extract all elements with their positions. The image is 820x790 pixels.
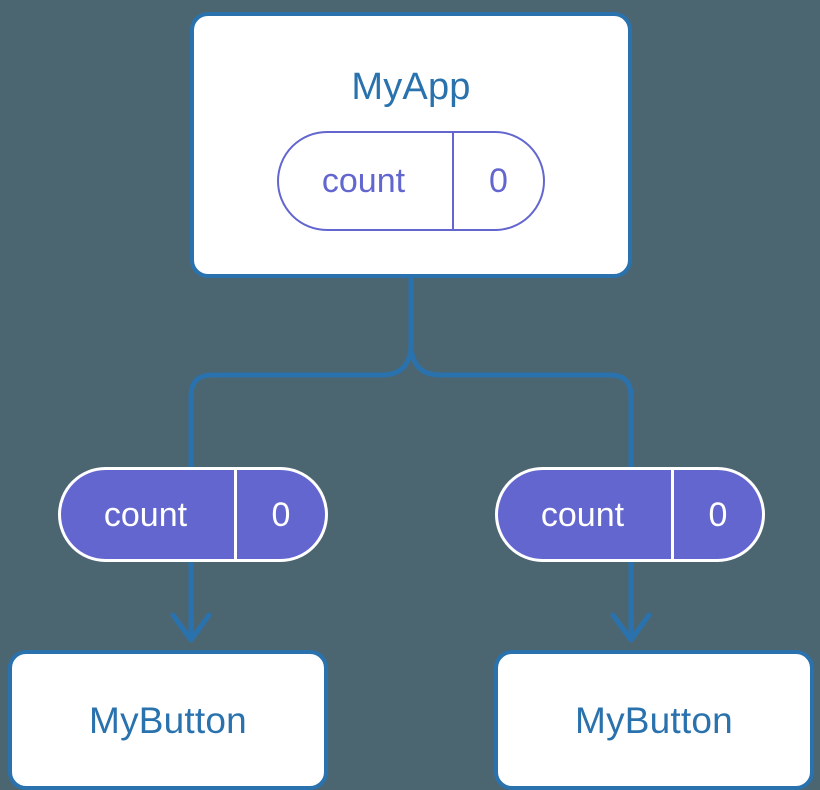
branch-left <box>188 347 414 500</box>
component-name-right: MyButton <box>575 699 733 741</box>
state-key-root: count <box>279 133 454 229</box>
prop-value-left: 0 <box>271 495 291 534</box>
prop-value-right: 0 <box>708 495 728 534</box>
connector-layer <box>170 278 652 643</box>
component-name-left: MyButton <box>89 699 247 741</box>
component-card-right[interactable]: MyButton <box>494 650 814 790</box>
prop-arrow-left-head <box>170 612 212 643</box>
prop-key-left: count <box>61 470 237 559</box>
component-name-root: MyApp <box>351 66 471 108</box>
branch-right <box>408 347 634 500</box>
prop-pill-right[interactable]: count 0 <box>495 467 765 562</box>
prop-pill-left[interactable]: count 0 <box>58 467 328 562</box>
state-pill-root[interactable]: count 0 <box>277 131 545 231</box>
prop-arrow-right-head <box>610 612 652 643</box>
prop-key-right: count <box>498 470 674 559</box>
state-value-root: 0 <box>489 162 508 200</box>
component-card-left[interactable]: MyButton <box>8 650 328 790</box>
diagram-canvas: MyApp count 0 count 0 MyButton count 0 M… <box>8 12 814 790</box>
